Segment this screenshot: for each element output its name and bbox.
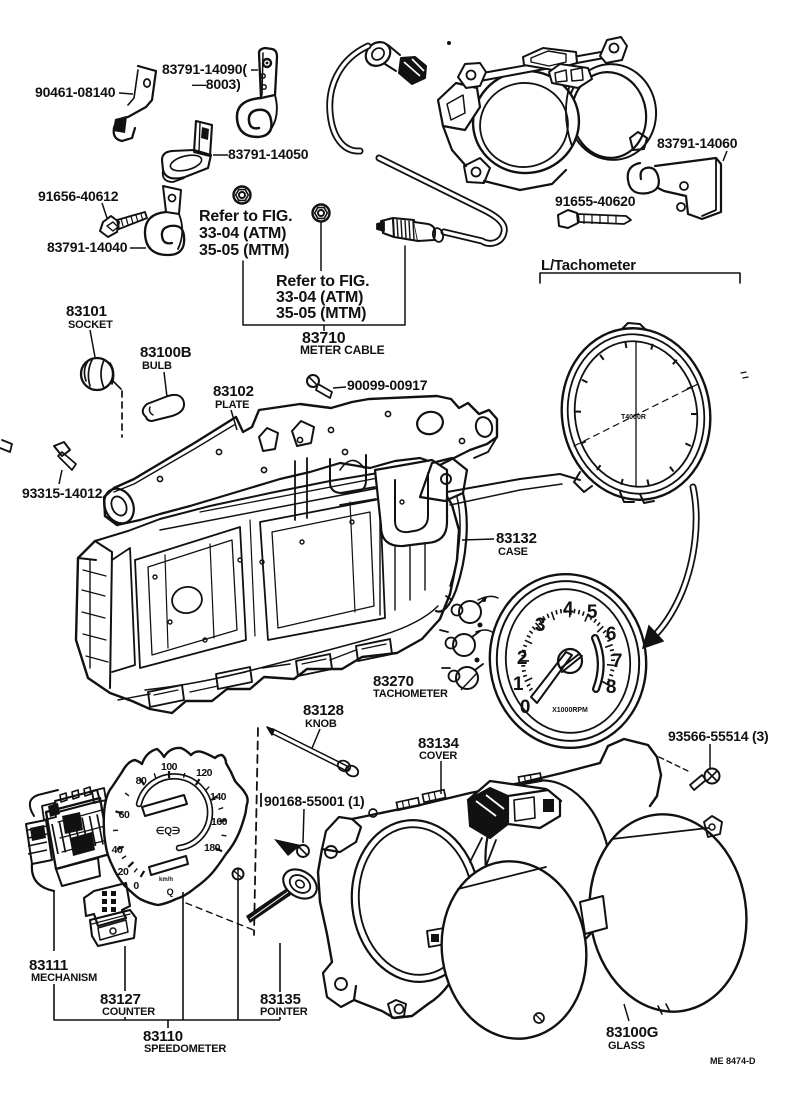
- svg-text:180: 180: [204, 842, 221, 854]
- svg-text:83791-14040: 83791-14040: [47, 239, 128, 255]
- svg-text:TACHOMETER: TACHOMETER: [373, 688, 448, 700]
- svg-text:33-04 (ATM): 33-04 (ATM): [199, 225, 286, 242]
- svg-text:83100B: 83100B: [140, 344, 192, 361]
- svg-text:80: 80: [136, 775, 147, 787]
- svg-text:METER CABLE: METER CABLE: [300, 343, 385, 357]
- svg-text:0: 0: [133, 880, 139, 892]
- svg-text:COVER: COVER: [419, 750, 457, 762]
- svg-text:83100G: 83100G: [606, 1024, 658, 1041]
- svg-text:83128: 83128: [303, 702, 344, 719]
- svg-text:ME 8474-D: ME 8474-D: [710, 1056, 756, 1066]
- svg-text:83135: 83135: [260, 991, 301, 1008]
- svg-text:7: 7: [612, 651, 622, 672]
- svg-text:83111: 83111: [29, 957, 68, 974]
- svg-text:Q: Q: [167, 887, 174, 897]
- svg-text:35-05 (MTM): 35-05 (MTM): [199, 242, 289, 259]
- svg-text:km/h: km/h: [159, 877, 173, 883]
- svg-text:Refer to FIG.: Refer to FIG.: [199, 208, 292, 225]
- svg-text:5: 5: [587, 602, 598, 623]
- svg-text:MECHANISM: MECHANISM: [31, 972, 97, 984]
- svg-text:—8003): —8003): [192, 76, 241, 92]
- svg-text:100: 100: [161, 761, 178, 773]
- svg-text:CASE: CASE: [498, 546, 528, 558]
- svg-text:POINTER: POINTER: [260, 1006, 308, 1018]
- svg-text:X1000RPM: X1000RPM: [552, 707, 588, 714]
- svg-text:91655-40620: 91655-40620: [555, 193, 636, 209]
- svg-text:83101: 83101: [66, 303, 107, 320]
- svg-text:SOCKET: SOCKET: [68, 319, 113, 331]
- svg-text:T4000R: T4000R: [621, 414, 646, 421]
- svg-text:SPEEDOMETER: SPEEDOMETER: [144, 1043, 226, 1055]
- svg-text:83134: 83134: [418, 735, 460, 752]
- svg-text:93566-55514 (3): 93566-55514 (3): [668, 728, 769, 744]
- svg-text:L/Tachometer: L/Tachometer: [541, 257, 636, 274]
- svg-text:3: 3: [535, 615, 545, 636]
- svg-text:83791-14050: 83791-14050: [228, 146, 309, 162]
- svg-text:140: 140: [210, 791, 227, 803]
- svg-text:93315-14012: 93315-14012: [22, 485, 103, 501]
- svg-text:6: 6: [606, 624, 616, 645]
- svg-text:35-05 (MTM): 35-05 (MTM): [276, 305, 366, 322]
- svg-text:83110: 83110: [143, 1028, 183, 1045]
- svg-text:PLATE: PLATE: [215, 399, 249, 411]
- svg-text:120: 120: [196, 767, 213, 779]
- svg-text:KNOB: KNOB: [305, 718, 337, 730]
- svg-text:90168-55001 (1): 90168-55001 (1): [264, 793, 365, 809]
- svg-text:8: 8: [606, 677, 616, 698]
- svg-text:2: 2: [517, 648, 527, 669]
- svg-text:1: 1: [513, 674, 524, 695]
- svg-text:83132: 83132: [496, 530, 537, 547]
- svg-text:90099-00917: 90099-00917: [347, 377, 428, 393]
- svg-text:33-04 (ATM): 33-04 (ATM): [276, 289, 363, 306]
- svg-text:BULB: BULB: [142, 360, 172, 372]
- svg-text:90461-08140: 90461-08140: [35, 84, 116, 100]
- svg-text:83270: 83270: [373, 673, 414, 690]
- svg-text:83127: 83127: [100, 991, 141, 1008]
- svg-text:83791-14090(: 83791-14090(: [162, 61, 247, 77]
- svg-text:COUNTER: COUNTER: [102, 1006, 155, 1018]
- svg-text:160: 160: [211, 816, 228, 828]
- svg-text:40: 40: [112, 844, 123, 856]
- svg-text:83102: 83102: [213, 383, 254, 400]
- svg-text:4: 4: [563, 599, 574, 620]
- svg-text:83710: 83710: [302, 330, 346, 347]
- svg-text:0: 0: [520, 697, 530, 718]
- svg-text:60: 60: [119, 809, 130, 821]
- svg-text:20: 20: [118, 866, 129, 878]
- svg-text:∈Q∋: ∈Q∋: [156, 826, 181, 837]
- svg-text:Refer to FIG.: Refer to FIG.: [276, 273, 369, 290]
- svg-text:91656-40612: 91656-40612: [38, 188, 119, 204]
- svg-text:GLASS: GLASS: [608, 1040, 645, 1052]
- svg-text:83791-14060: 83791-14060: [657, 135, 738, 151]
